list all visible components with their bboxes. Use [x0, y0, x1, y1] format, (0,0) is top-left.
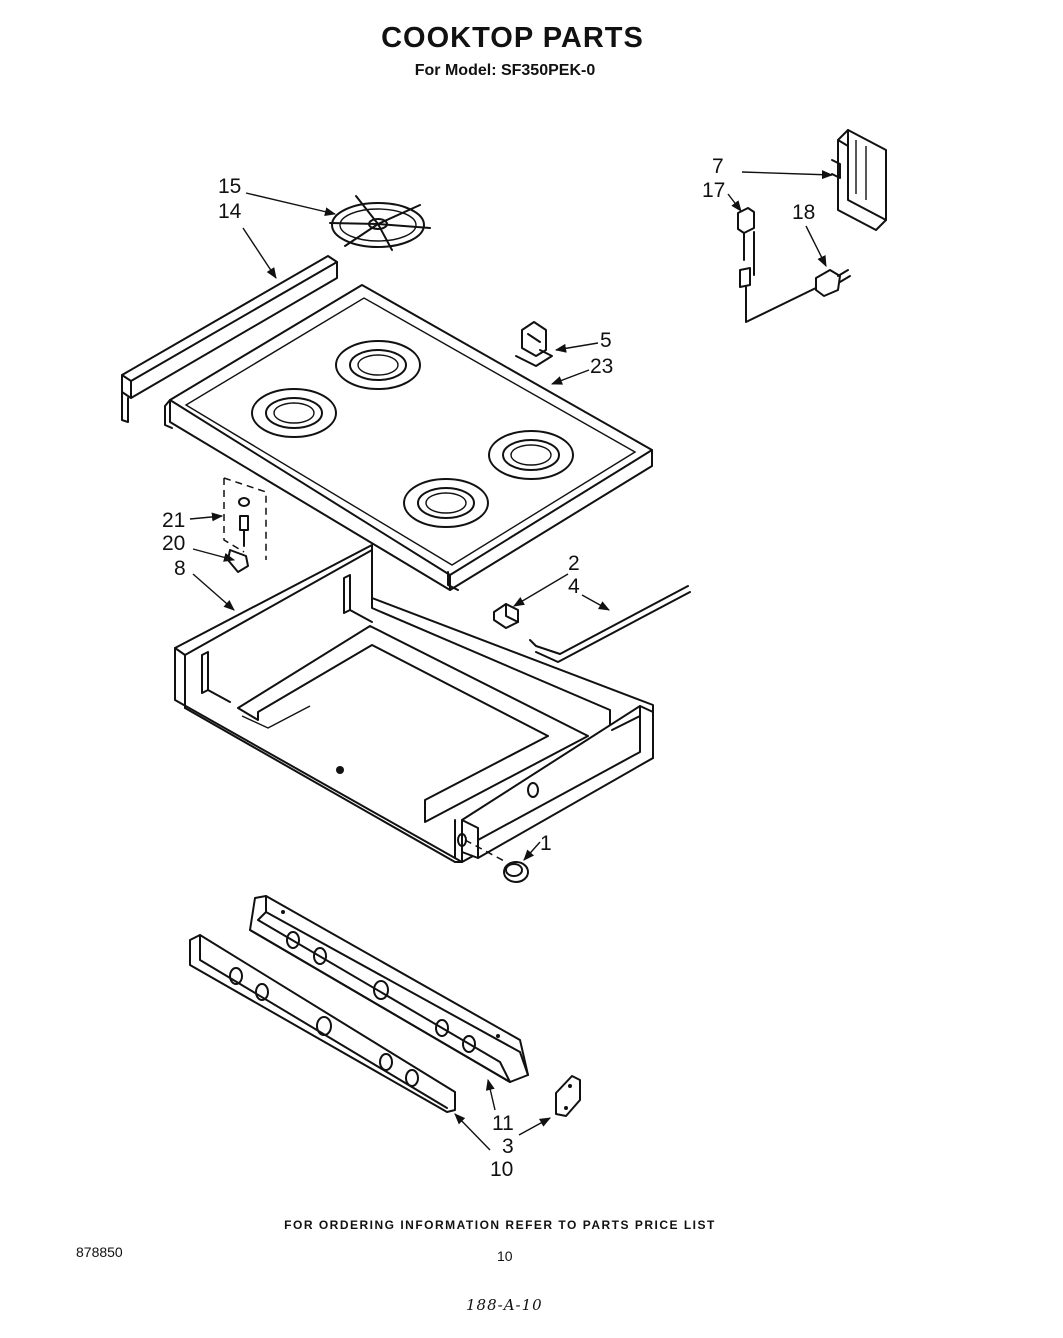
cooktop-main-top [164, 284, 653, 591]
igniter-lead-wire [529, 585, 691, 663]
callout-10: 10 [490, 1158, 513, 1181]
callout-3: 3 [502, 1135, 514, 1158]
callout-1: 1 [540, 832, 552, 855]
burner-opening-rear-left [335, 340, 421, 390]
burner-opening-rear-right [488, 430, 574, 480]
igniter-electrode [493, 603, 519, 629]
burner-opening-front-left [251, 388, 337, 438]
model-subtitle: For Model: SF350PEK-0 [414, 62, 596, 79]
callout-2: 2 [568, 552, 580, 575]
callout-20: 20 [162, 532, 185, 555]
burner-grate [329, 195, 431, 251]
manifold-bracket [249, 895, 529, 1083]
callout-labels: 15 14 7 17 18 5 23 21 20 8 2 4 1 11 3 10 [162, 155, 815, 1181]
callout-11: 11 [492, 1112, 514, 1135]
page-number: 10 [497, 1248, 513, 1264]
callout-4: 4 [568, 575, 580, 598]
orifice-hood-assembly [223, 477, 267, 573]
burner-box [174, 544, 654, 863]
manifold-panel [189, 934, 456, 1113]
power-plug [815, 269, 851, 297]
callout-5: 5 [600, 329, 612, 352]
rear-trim-strip [121, 255, 338, 423]
leader-lines [189, 170, 834, 1151]
document-number: 878850 [76, 1244, 123, 1260]
callout-8: 8 [174, 557, 186, 580]
callout-17: 17 [702, 179, 725, 202]
callout-18: 18 [792, 201, 815, 224]
top-clip [515, 321, 553, 367]
electrical-bracket [831, 129, 887, 231]
burner-opening-front-right [403, 478, 489, 528]
ordering-note: FOR ORDERING INFORMATION REFER TO PARTS … [284, 1218, 716, 1232]
handwritten-code: 188-A-10 [466, 1296, 543, 1314]
callout-7: 7 [712, 155, 724, 178]
callout-15: 15 [218, 175, 241, 198]
callout-21: 21 [162, 509, 185, 532]
callout-14: 14 [218, 200, 242, 223]
end-bracket [555, 1075, 581, 1117]
hole-plug [464, 839, 529, 883]
page-title: COOKTOP PARTS [381, 22, 644, 54]
callout-23: 23 [590, 355, 613, 378]
igniter-switch-wire [737, 207, 821, 323]
